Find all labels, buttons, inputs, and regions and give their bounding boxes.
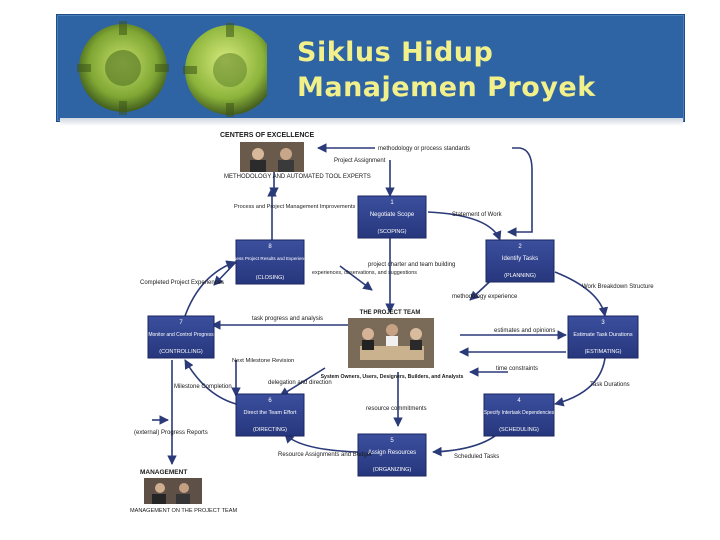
phase-number: 4 <box>517 398 521 404</box>
flow-line <box>184 260 236 317</box>
flow-label: Resource Assignments and Budget <box>278 452 372 458</box>
banner-shadow <box>60 118 683 126</box>
phase-tag: (SCOPING) <box>377 229 406 235</box>
flow-line <box>279 367 326 397</box>
phase-title: Negotiate Scope <box>370 212 415 218</box>
flow-label: Task Durations <box>590 382 630 388</box>
phase-number: 1 <box>390 200 394 206</box>
flow-label: Completed Project Experiences <box>140 280 224 286</box>
title-line-1: Siklus Hidup <box>297 37 494 68</box>
slide-title: Siklus Hidup Manajemen Proyek <box>297 35 677 105</box>
phase-tag: (ESTIMATING) <box>585 349 622 355</box>
phase-tag: (ORGANIZING) <box>373 467 412 473</box>
experts-photo <box>240 142 304 172</box>
phase-box-1: 1 Negotiate Scope (SCOPING) <box>357 195 427 239</box>
flow-label: Scheduled Tasks <box>454 454 499 460</box>
title-line-2: Manajemen Proyek <box>297 72 596 103</box>
flow-line <box>554 271 609 317</box>
project-team-photo <box>348 318 434 368</box>
phase-tag: (DIRECTING) <box>253 427 287 433</box>
flow-label: resource commitments <box>366 406 427 412</box>
phase-box-8: 8 Assess Project Results and Experiences… <box>229 239 312 285</box>
phase-tag: (CONTROLLING) <box>159 349 203 355</box>
project-team-label: THE PROJECT TEAM <box>360 310 421 316</box>
flow-line <box>339 265 373 291</box>
flow-label: project charter and team building <box>368 262 455 268</box>
phase-box-7: 7 Monitor and Control Progress (CONTROLL… <box>147 315 215 359</box>
flow-line <box>284 433 359 453</box>
phase-box-2: 2 Identify Tasks (PLANNING) <box>485 239 555 283</box>
phase-title: Direct the Team Effort <box>244 410 297 416</box>
phase-number: 6 <box>268 398 272 404</box>
flow-label: methodology experience <box>452 294 518 300</box>
flow-label: delegation and direction <box>268 380 332 386</box>
phase-title: Estimate Task Durations <box>573 332 632 338</box>
phase-title: Assign Resources <box>368 450 416 456</box>
flow-line <box>507 147 533 237</box>
management-team-label: MANAGEMENT ON THE PROJECT TEAM <box>130 508 237 514</box>
phase-box-6: 6 Direct the Team Effort (DIRECTING) <box>235 393 305 437</box>
phase-title: Monitor and Control Progress <box>148 332 214 338</box>
phase-title: Specify Intertask Dependencies <box>484 410 555 416</box>
phase-number: 2 <box>518 244 522 250</box>
phase-box-3: 3 Estimate Task Durations (ESTIMATING) <box>567 315 639 359</box>
phase-number: 7 <box>179 320 183 326</box>
flow-line <box>427 211 502 241</box>
project-team-sublabel: System Owners, Users, Designers, Builder… <box>321 374 464 380</box>
flow-label: methodology or process standards <box>378 146 470 152</box>
flow-label: Milestone Completion <box>174 384 232 390</box>
phase-title: Assess Project Results and Experiences <box>229 256 312 261</box>
phase-number: 8 <box>268 244 272 250</box>
flow-label: Next Milestone Revision <box>232 358 294 364</box>
flow-label: time constraints <box>496 366 538 372</box>
flow-label: Statement of Work <box>452 212 503 218</box>
phase-number: 5 <box>390 438 394 444</box>
flow-label: experiences, observations, and suggestio… <box>312 270 417 276</box>
phase-number: 3 <box>601 320 605 326</box>
flow-line <box>213 261 237 286</box>
phase-box-5: 5 Assign Resources (ORGANIZING) <box>357 433 427 477</box>
management-label: MANAGEMENT <box>140 469 187 476</box>
phase-title: Identify Tasks <box>502 256 538 262</box>
phase-tag: (CLOSING) <box>256 275 285 281</box>
flow-label: task progress and analysis <box>252 316 323 322</box>
flow-label: estimates and opinions <box>494 328 555 334</box>
phase-tag: (PLANNING) <box>504 273 536 279</box>
flow-label: Work Breakdown Structure <box>582 284 654 290</box>
title-banner: Siklus Hidup Manajemen Proyek <box>56 14 685 122</box>
centers-of-excellence-label: CENTERS OF EXCELLENCE <box>220 132 314 139</box>
phase-tag: (SCHEDULING) <box>499 427 539 433</box>
flow-label: Project Assignment <box>334 158 386 164</box>
phase-box-4: 4 Specify Intertask Dependencies (SCHEDU… <box>483 393 555 437</box>
flow-label: (external) Progress Reports <box>134 430 208 436</box>
flow-line <box>184 359 237 405</box>
flow-label: Process and Project Management Improveme… <box>234 204 355 210</box>
management-photo <box>144 478 202 504</box>
gear-icon <box>77 21 267 117</box>
methodology-experts-label: METHODOLOGY AND AUTOMATED TOOL EXPERTS <box>224 174 371 180</box>
flow-line <box>554 357 606 407</box>
